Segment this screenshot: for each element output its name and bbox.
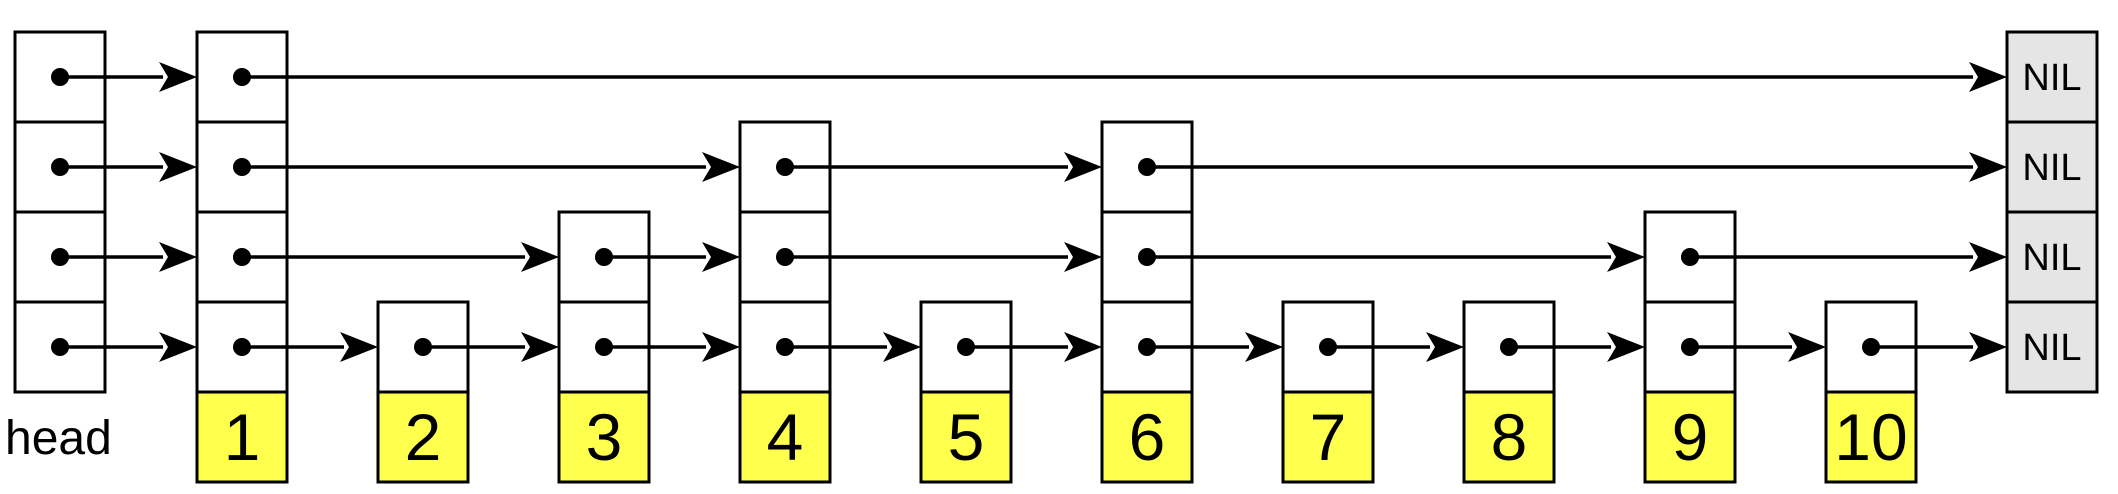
pointers-layer xyxy=(51,62,2007,362)
node-1-level-3-to-nil-arrowhead xyxy=(1969,62,2007,92)
node-9-level-1-to-nil-arrowhead xyxy=(1969,242,2007,272)
node-9-level-0-to-node-10-arrowhead xyxy=(1788,332,1826,362)
node-key-label: 4 xyxy=(767,400,804,474)
node-3-key-cell xyxy=(557,390,651,484)
node-10-key-cell xyxy=(1824,390,1918,484)
nil-label: NIL xyxy=(2022,327,2081,369)
node-8-key-cell xyxy=(1462,390,1556,484)
node-6-key-cell xyxy=(1100,390,1194,484)
node-8-level-0-to-node-9-arrowhead xyxy=(1607,332,1645,362)
node-key-label: 1 xyxy=(224,400,261,474)
node-key-label: 7 xyxy=(1310,400,1347,474)
node-3-level-0-to-node-4-arrowhead xyxy=(702,332,740,362)
node-4-level-1-to-node-6-arrowhead xyxy=(1064,242,1102,272)
node-key-label: 5 xyxy=(948,400,985,474)
nil-label: NIL xyxy=(2022,237,2081,279)
node-6-level-1-to-node-9-arrowhead xyxy=(1607,242,1645,272)
node-1-level-1-to-node-3-arrowhead xyxy=(521,242,559,272)
labels-layer: 1 2 3 4 5 6 7 8 9 10 NIL NIL NIL NIL head xyxy=(5,57,2082,474)
node-7-key-cell xyxy=(1281,390,1375,484)
head-level-1-to-node-1-arrowhead xyxy=(159,242,197,272)
head-level-0-to-node-1-arrowhead xyxy=(159,332,197,362)
node-3-level-1-to-node-4-arrowhead xyxy=(702,242,740,272)
nil-cell-level-1 xyxy=(2005,210,2099,304)
head-level-3-to-node-1-arrowhead xyxy=(159,62,197,92)
node-4-key-cell xyxy=(738,390,832,484)
node-2-level-0-to-node-3-arrowhead xyxy=(521,332,559,362)
node-1-level-2-to-node-4-arrowhead xyxy=(702,152,740,182)
node-6-level-2-to-nil-arrowhead xyxy=(1969,152,2007,182)
node-key-label: 6 xyxy=(1129,400,1166,474)
node-5-key-cell xyxy=(919,390,1013,484)
node-2-key-cell xyxy=(376,390,470,484)
node-key-label: 8 xyxy=(1491,400,1528,474)
node-6-level-0-to-node-7-arrowhead xyxy=(1245,332,1283,362)
node-key-label: 9 xyxy=(1672,400,1709,474)
node-key-label: 3 xyxy=(586,400,623,474)
nil-label: NIL xyxy=(2022,57,2081,99)
node-1-key-cell xyxy=(195,390,289,484)
node-10-level-0-to-nil-arrowhead xyxy=(1969,332,2007,362)
node-1-level-0-to-node-2-arrowhead xyxy=(340,332,378,362)
nil-cell-level-2 xyxy=(2005,120,2099,214)
node-4-level-2-to-node-6-arrowhead xyxy=(1064,152,1102,182)
node-9-key-cell xyxy=(1643,390,1737,484)
node-7-level-0-to-node-8-arrowhead xyxy=(1426,332,1464,362)
head-level-2-to-node-1-arrowhead xyxy=(159,152,197,182)
nil-cell-level-3 xyxy=(2005,30,2099,124)
node-key-label: 2 xyxy=(405,400,442,474)
node-4-level-0-to-node-5-arrowhead xyxy=(883,332,921,362)
node-5-level-0-to-node-6-arrowhead xyxy=(1064,332,1102,362)
nil-label: NIL xyxy=(2022,147,2081,189)
nil-cell-level-0 xyxy=(2005,300,2099,394)
node-key-label: 10 xyxy=(1834,400,1907,474)
head-label: head xyxy=(5,412,112,465)
